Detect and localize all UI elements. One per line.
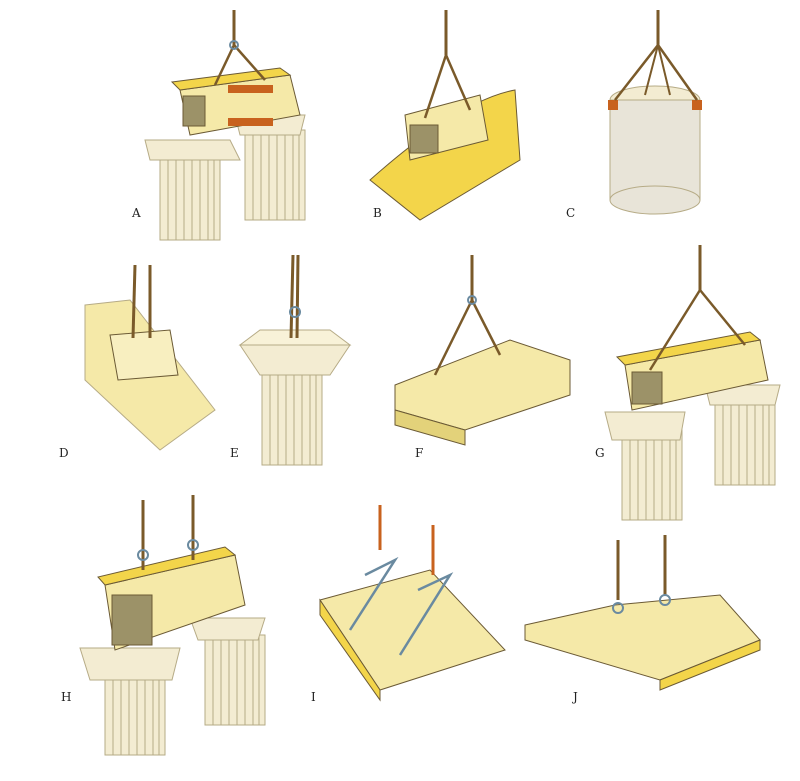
panel-i-illustration [319,505,506,702]
panel-label-b: B [373,206,383,220]
panel-d-illustration [84,264,216,451]
panel-label-h: H [61,690,72,704]
panel-j-illustration [524,535,761,691]
panel-label-g: G [595,446,606,460]
panel-e-illustration [238,254,352,466]
panel-c-illustration [608,10,702,215]
panel-label-c: C [566,206,576,220]
panel-label-a: A [132,206,142,220]
panel-a-illustration [144,10,306,241]
panel-label-f: F [415,446,424,460]
panel-label-i: I [311,690,317,704]
panel-label-d: D [59,446,70,460]
panel-h-illustration [79,495,266,756]
panel-g-illustration [604,245,781,521]
panel-label-j: J [573,690,579,704]
panel-b-illustration [369,10,521,221]
panel-f-illustration [394,255,571,446]
panel-label-e: E [230,446,240,460]
